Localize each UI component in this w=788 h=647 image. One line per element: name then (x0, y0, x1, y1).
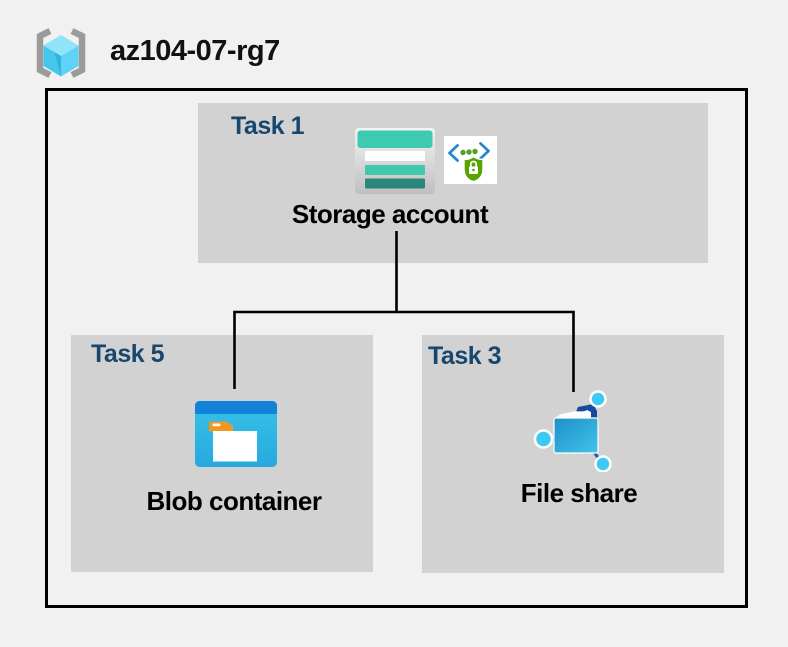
task5-label: Task 5 (91, 340, 164, 368)
resource-group-icon (36, 28, 86, 78)
node-blob-container: Task 5 Blob container (71, 335, 373, 572)
node-file-share: Task 3 File share (422, 335, 724, 573)
secure-access-icon (444, 136, 497, 184)
blob-container-icon (195, 401, 277, 467)
storage-account-icon (355, 128, 435, 194)
task1-label: Task 1 (231, 112, 304, 140)
blob-container-label: Blob container (146, 486, 322, 516)
file-share-icon (533, 390, 612, 472)
task3-label: Task 3 (428, 342, 501, 370)
resource-group-boundary (45, 88, 748, 608)
resource-group-name: az104-07-rg7 (110, 35, 280, 67)
node-storage-account: Task 1 Storage account (198, 103, 708, 263)
file-share-label: File share (520, 478, 638, 508)
storage-account-label: Storage account (291, 199, 489, 229)
